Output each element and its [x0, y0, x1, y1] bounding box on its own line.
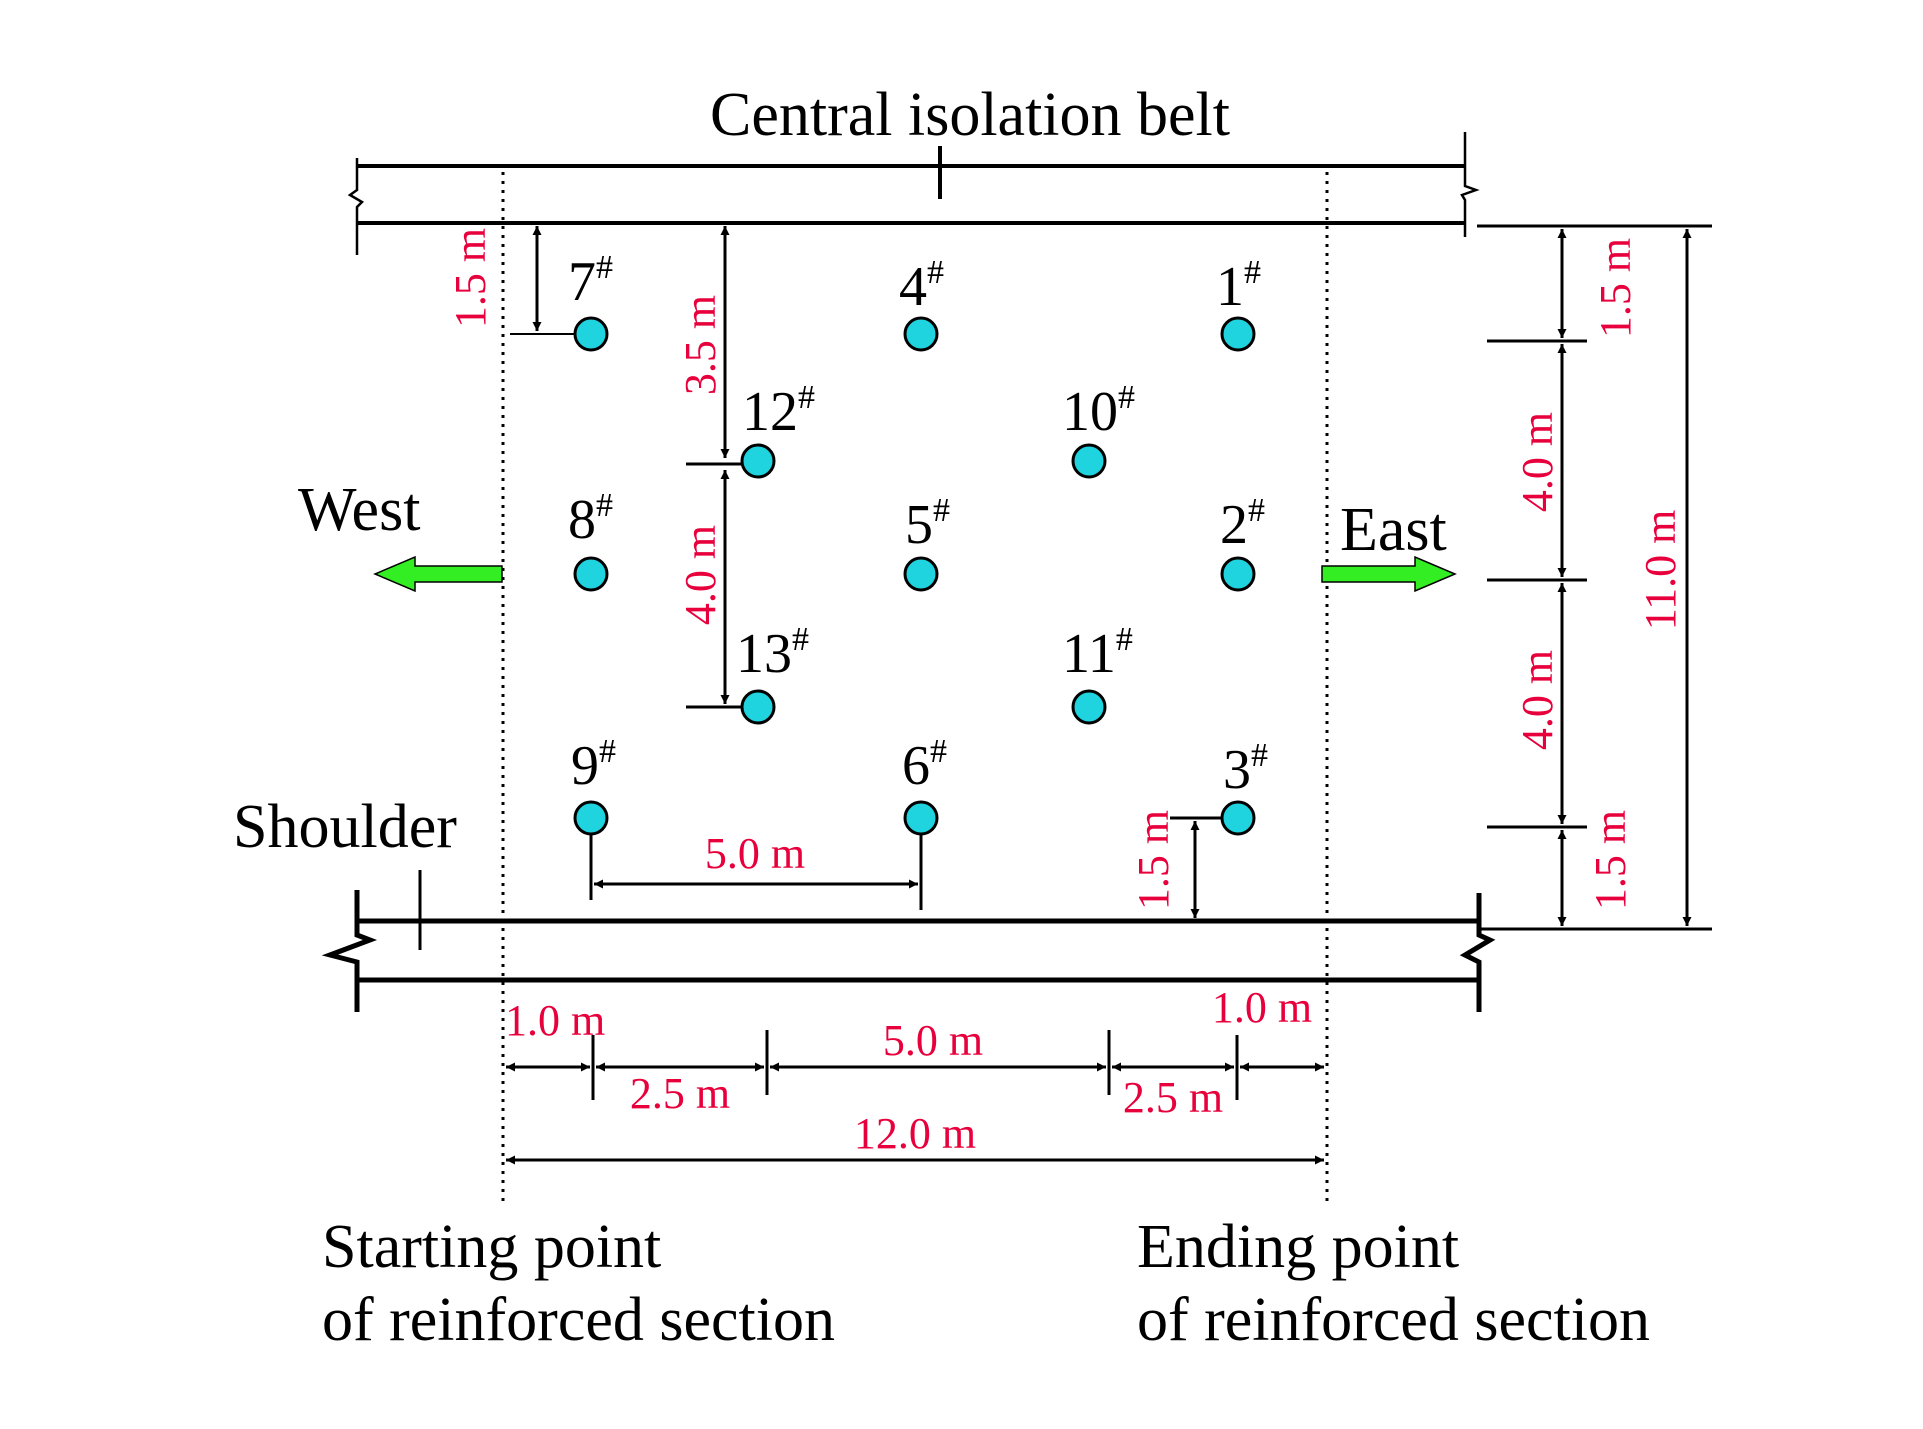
point-2: 2#	[1220, 492, 1265, 592]
svg-text:of reinforced section: of reinforced section	[1137, 1286, 1650, 1354]
dim-4-0-left: 4.0 m	[676, 525, 725, 625]
svg-text:13#: 13#	[736, 621, 809, 685]
svg-text:9#: 9#	[571, 733, 616, 797]
bottom-dimensions: 1.0 m 2.5 m 5.0 m 2.5 m 1.0 m 12.0 m	[505, 983, 1324, 1165]
east-direction: East	[1321, 496, 1457, 593]
point-12: 12#	[740, 379, 815, 479]
ending-point-label: Ending point of reinforced section	[1137, 1213, 1650, 1354]
dim-top-left-1-5: 1.5 m	[446, 228, 495, 328]
dim-right-4-0-b: 4.0 m	[1513, 650, 1562, 750]
central-isolation-belt-label: Central isolation belt	[710, 81, 1230, 149]
point-5: 5#	[903, 492, 950, 592]
right-dimensions: 1.5 m 4.0 m 4.0 m 1.5 m 11.0 m	[1477, 224, 1712, 931]
svg-text:8#: 8#	[568, 487, 613, 551]
svg-text:3#: 3#	[1223, 737, 1268, 801]
svg-text:Ending point: Ending point	[1137, 1213, 1459, 1281]
point-7: 7#	[568, 249, 613, 352]
svg-text:6#: 6#	[902, 733, 947, 797]
dim-right-4-0-a: 4.0 m	[1513, 412, 1562, 512]
dim-bottom-2-5-right: 2.5 m	[1123, 1073, 1223, 1122]
west-label: West	[298, 476, 420, 544]
dim-bottom-1-5: 1.5 m	[1129, 810, 1178, 910]
point-8: 8#	[568, 487, 613, 592]
svg-text:of reinforced section: of reinforced section	[322, 1286, 835, 1354]
east-label: East	[1340, 496, 1447, 564]
central-isolation-belt	[347, 132, 1480, 255]
point-3: 3#	[1220, 737, 1268, 836]
dim-bottom-12-0: 12.0 m	[854, 1109, 976, 1158]
svg-text:2#: 2#	[1220, 492, 1265, 556]
dim-5-0-mid: 5.0 m	[705, 829, 805, 878]
point-1: 1#	[1216, 254, 1261, 352]
point-9: 9#	[571, 733, 616, 836]
point-6: 6#	[902, 733, 947, 836]
dim-right-1-5-top: 1.5 m	[1591, 238, 1640, 338]
dim-bottom-2-5-left: 2.5 m	[630, 1069, 730, 1118]
point-13: 13#	[736, 621, 809, 725]
dim-bottom-1-0-right: 1.0 m	[1212, 983, 1312, 1032]
svg-text:1#: 1#	[1216, 254, 1261, 318]
svg-text:11#: 11#	[1062, 621, 1133, 685]
east-arrow-icon	[1321, 555, 1457, 593]
point-4: 4#	[899, 254, 944, 352]
dim-right-11-0: 11.0 m	[1636, 510, 1685, 631]
starting-point-label: Starting point of reinforced section	[322, 1213, 835, 1354]
dim-bottom-1-0-left: 1.0 m	[505, 996, 605, 1045]
dim-bottom-5-0: 5.0 m	[883, 1016, 983, 1065]
dim-right-1-5-bottom: 1.5 m	[1586, 810, 1635, 910]
svg-text:7#: 7#	[568, 249, 613, 313]
svg-text:12#: 12#	[742, 379, 815, 443]
west-arrow-icon	[373, 555, 503, 593]
shoulder-label: Shoulder	[233, 793, 457, 861]
svg-text:Starting point: Starting point	[322, 1213, 661, 1281]
svg-text:10#: 10#	[1062, 379, 1135, 443]
west-direction: West	[298, 476, 503, 593]
interior-dimensions: 1.5 m 3.5 m 4.0 m 5.0 m 1.5 m	[446, 226, 1222, 918]
point-11: 11#	[1062, 621, 1133, 725]
svg-text:4#: 4#	[899, 254, 944, 318]
svg-text:5#: 5#	[905, 492, 950, 556]
road-shoulder-lines	[321, 870, 1496, 1012]
monitoring-points: 7# 4# 1# 12# 10# 8# 5# 2#	[568, 249, 1268, 836]
point-10: 10#	[1062, 379, 1135, 479]
dim-3-5: 3.5 m	[676, 295, 725, 395]
